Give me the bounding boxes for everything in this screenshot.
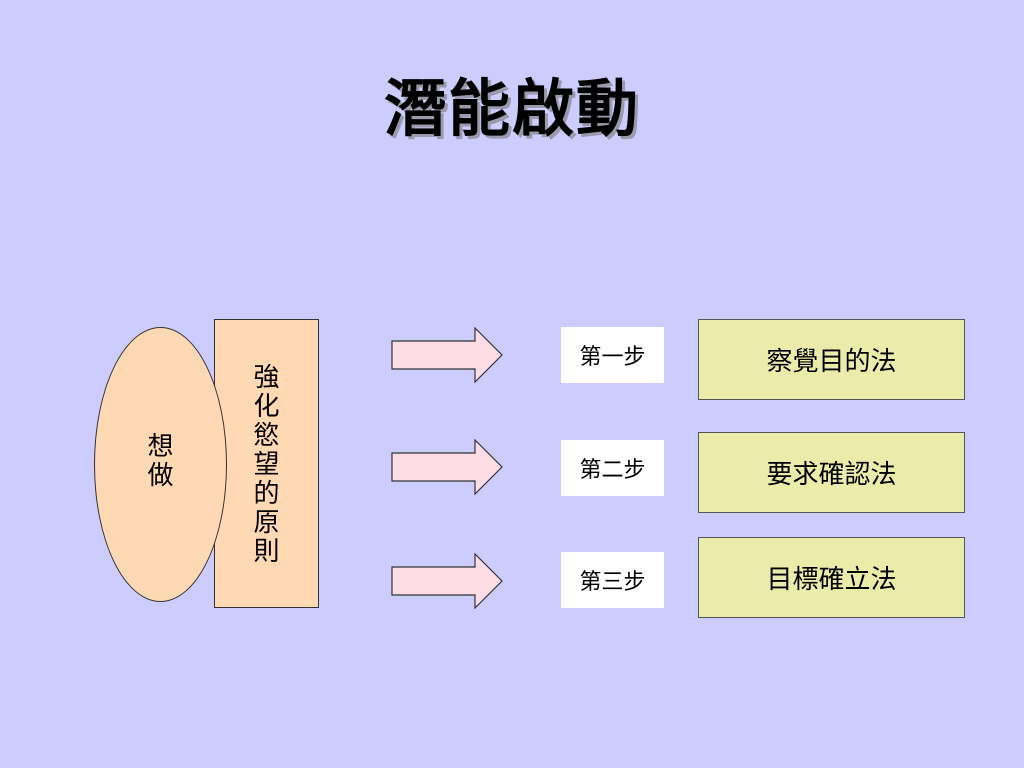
arrow-step-1 — [391, 327, 503, 383]
principle-box: 強 化 慾 望 的 原 則 — [214, 319, 319, 608]
want-oval: 想 做 — [94, 327, 227, 602]
method-1-box: 察覺目的法 — [698, 319, 965, 400]
slide-title: 潛能啟動 — [383, 72, 640, 145]
arrow-step-3 — [391, 553, 503, 609]
step-1-label: 第一步 — [561, 327, 664, 383]
want-label: 想 做 — [147, 432, 174, 491]
principle-label: 強 化 慾 望 的 原 則 — [253, 363, 280, 567]
arrow-step-2 — [391, 439, 503, 495]
step-2-label: 第二步 — [561, 440, 664, 496]
method-2-box: 要求確認法 — [698, 432, 965, 513]
step-3-label: 第三步 — [561, 552, 664, 608]
method-3-box: 目標確立法 — [698, 537, 965, 618]
